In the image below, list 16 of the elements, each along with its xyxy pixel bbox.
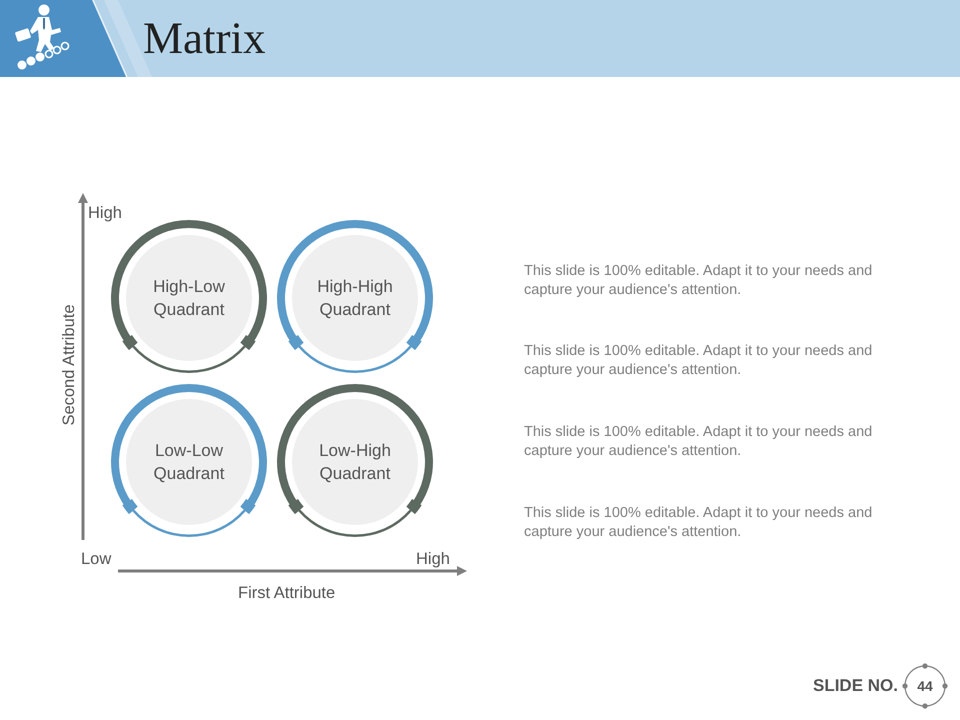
description-text: This slide is 100% editable. Adapt it to your needs and capture your audience's attention. — [524, 342, 874, 380]
slide-title: Matrix — [143, 13, 266, 63]
slide-number: 44 — [917, 678, 933, 694]
description-text: This slide is 100% editable. Adapt it to your needs and capture your audience's attention. — [524, 423, 874, 461]
slide-number-caption: SLIDE NO. — [812, 676, 898, 696]
description-text: This slide is 100% editable. Adapt it to your needs and capture your audience's attention. — [524, 504, 874, 542]
axis-title: Second Attribute — [59, 304, 79, 426]
axis-end-label: High — [416, 549, 450, 569]
description-text: This slide is 100% editable. Adapt it to your needs and capture your audience's attention. — [524, 262, 874, 300]
quadrant-label: High-Low Quadrant — [152, 276, 226, 321]
axis-end-label: Low — [81, 549, 112, 569]
quadrant-label: High-High Quadrant — [316, 276, 394, 321]
quadrant-label: Low-Low Quadrant — [152, 440, 226, 485]
axis-title: First Attribute — [238, 583, 336, 603]
quadrant-label: Low-High Quadrant — [318, 440, 392, 485]
axis-end-label: High — [88, 203, 122, 223]
